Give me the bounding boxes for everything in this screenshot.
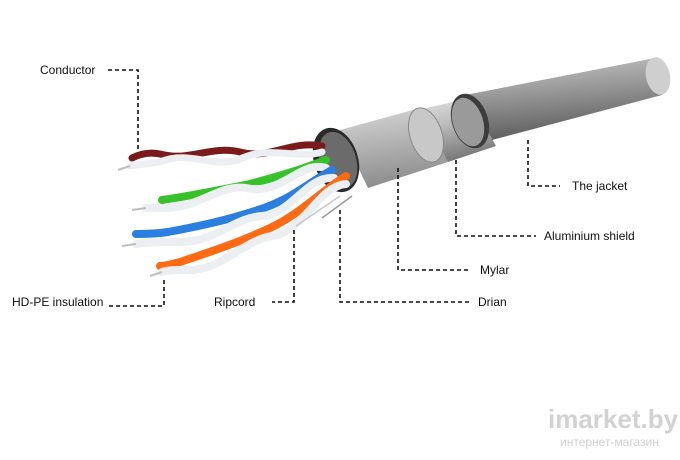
drain-wire (321, 195, 353, 219)
label-mylar: Mylar (480, 263, 509, 277)
aluminium-shield-layer (418, 93, 496, 162)
label-insulation: HD-PE insulation (12, 295, 103, 309)
twisted-pair-brown (117, 141, 326, 171)
label-drain: Drian (478, 295, 507, 309)
twisted-pair-green (131, 156, 330, 213)
twisted-pair-orange (149, 172, 350, 277)
label-jacket: The jacket (572, 179, 628, 193)
watermark-brand: imarket.by (548, 404, 679, 434)
label-conductor: Conductor (40, 63, 95, 77)
label-ripcord: Ripcord (214, 295, 255, 309)
label-aluminium-shield: Aluminium shield (544, 229, 635, 243)
twisted-pair-blue (121, 166, 338, 248)
ripcord-thread (295, 195, 341, 227)
mylar-layer (340, 107, 448, 188)
watermark: imarket.by интернет-магазин (548, 404, 679, 449)
leader-lines (108, 69, 560, 307)
watermark-tagline: интернет-магазин (560, 435, 659, 449)
cable-jacket (460, 57, 671, 140)
